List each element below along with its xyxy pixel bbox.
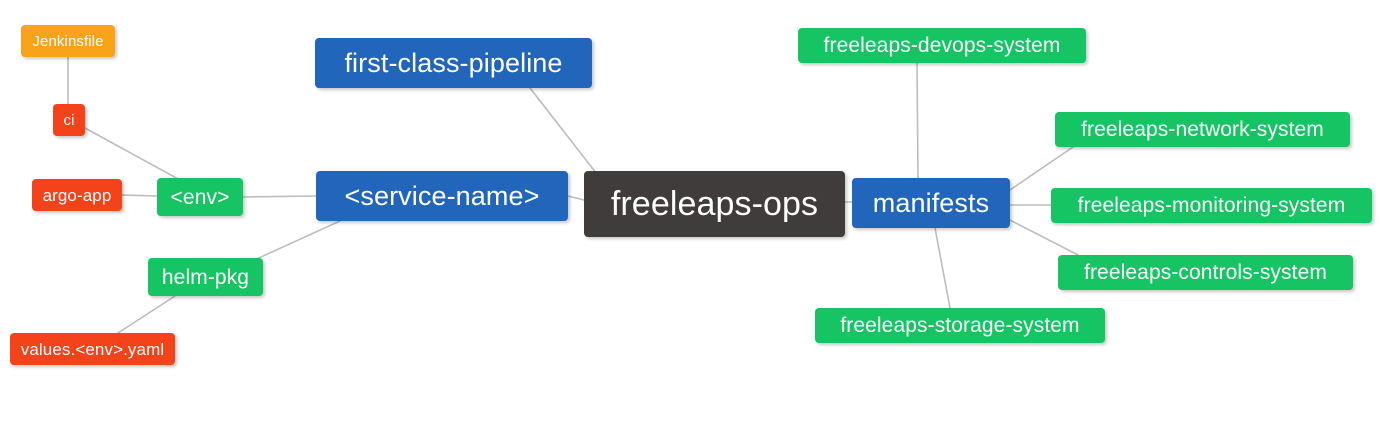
edge-freeleaps-ops-to-first-class-pipeline (529, 87, 601, 179)
node-service-name[interactable]: <service-name> (316, 171, 568, 221)
edge-manifests-to-freeleaps-devops-system (916, 62, 919, 179)
node-freeleaps-ops[interactable]: freeleaps-ops (584, 171, 845, 237)
node-helm-pkg[interactable]: helm-pkg (148, 258, 263, 296)
edge-manifests-to-freeleaps-storage-system (934, 227, 951, 309)
node-freeleaps-controls-system[interactable]: freeleaps-controls-system (1058, 255, 1353, 290)
edge-service-name-to-helm-pkg (249, 220, 341, 263)
edge-helm-pkg-to-values-yaml (117, 295, 176, 334)
edge-service-name-to-env (242, 195, 317, 198)
edge-env-to-argo-app (121, 194, 158, 197)
edge-manifests-to-freeleaps-network-system (1009, 146, 1074, 191)
node-freeleaps-monitoring-system[interactable]: freeleaps-monitoring-system (1051, 188, 1372, 223)
node-values-yaml[interactable]: values.<env>.yaml (10, 333, 175, 365)
node-freeleaps-storage-system[interactable]: freeleaps-storage-system (815, 308, 1105, 343)
edge-env-to-ci (84, 127, 181, 181)
node-first-class-pipeline[interactable]: first-class-pipeline (315, 38, 592, 88)
node-env[interactable]: <env> (157, 178, 243, 216)
node-jenkinsfile[interactable]: Jenkinsfile (21, 25, 115, 57)
node-ci[interactable]: ci (53, 104, 85, 136)
node-argo-app[interactable]: argo-app (32, 179, 122, 211)
edge-manifests-to-freeleaps-controls-system (1009, 219, 1079, 256)
node-freeleaps-network-system[interactable]: freeleaps-network-system (1055, 112, 1350, 147)
edge-freeleaps-ops-to-service-name (567, 195, 585, 201)
node-freeleaps-devops-system[interactable]: freeleaps-devops-system (798, 28, 1086, 63)
node-manifests[interactable]: manifests (852, 178, 1010, 228)
